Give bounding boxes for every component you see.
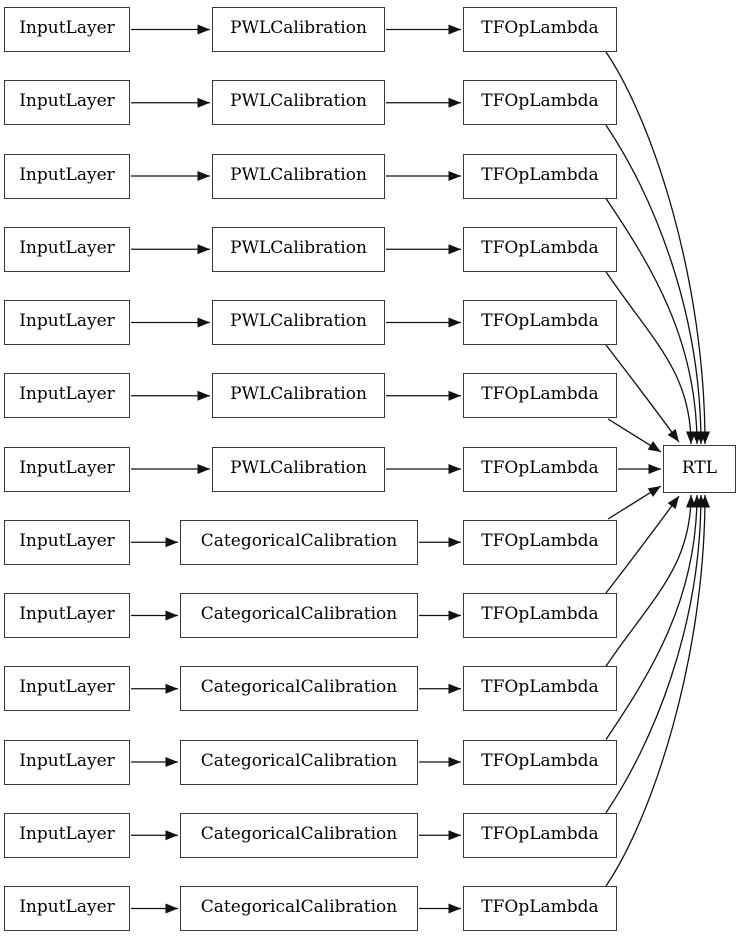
categorical-calibration-node: CategoricalCalibration [180,740,418,785]
input-layer-node-label: InputLayer [19,604,115,624]
categorical-calibration-node-label: CategoricalCalibration [200,897,398,917]
input-layer-node-label: InputLayer [19,165,115,185]
tfop-lambda-node-label: TFOpLambda [481,824,599,844]
tfop-lambda-node: TFOpLambda [463,886,617,931]
edge-lambda-to-rtl [605,494,706,814]
input-layer-node: InputLayer [4,666,130,711]
pwl-calibration-node: PWLCalibration [212,154,385,199]
rtl-node-label: RTL [681,457,718,478]
tfop-lambda-node: TFOpLambda [463,227,617,272]
input-layer-node-label: InputLayer [19,751,115,771]
tfop-lambda-node-label: TFOpLambda [481,18,599,38]
input-layer-node-label: InputLayer [19,91,115,111]
categorical-calibration-node-label: CategoricalCalibration [200,751,398,771]
tfop-lambda-node-label: TFOpLambda [481,531,599,551]
input-layer-node: InputLayer [4,227,130,272]
pwl-calibration-node-label: PWLCalibration [230,238,367,258]
pwl-calibration-node-label: PWLCalibration [230,18,367,38]
categorical-calibration-node: CategoricalCalibration [180,813,418,858]
tfop-lambda-node-label: TFOpLambda [481,604,599,624]
categorical-calibration-node-label: CategoricalCalibration [200,604,398,624]
edge-lambda-to-rtl [605,344,680,443]
tfop-lambda-node: TFOpLambda [463,666,617,711]
tfop-lambda-node-label: TFOpLambda [481,751,599,771]
edge-lambda-to-rtl [605,495,680,594]
pwl-calibration-node: PWLCalibration [212,447,385,492]
pwl-calibration-node: PWLCalibration [212,227,385,272]
input-layer-node-label: InputLayer [19,384,115,404]
input-layer-node-label: InputLayer [19,458,115,478]
pwl-calibration-node: PWLCalibration [212,300,385,345]
tfop-lambda-node: TFOpLambda [463,447,617,492]
edge-lambda-to-rtl [605,124,706,445]
input-layer-node: InputLayer [4,373,130,418]
input-layer-node: InputLayer [4,886,130,931]
tfop-lambda-node-label: TFOpLambda [481,458,599,478]
pwl-calibration-node-label: PWLCalibration [230,311,367,331]
categorical-calibration-node-label: CategoricalCalibration [200,824,398,844]
tfop-lambda-node: TFOpLambda [463,80,617,125]
tfop-lambda-node-label: TFOpLambda [481,677,599,697]
tfop-lambda-node: TFOpLambda [463,7,617,52]
input-layer-node: InputLayer [4,520,130,565]
tfop-lambda-node: TFOpLambda [463,373,617,418]
edge-lambda-to-rtl [605,198,702,445]
tfop-lambda-node: TFOpLambda [463,520,617,565]
input-layer-node: InputLayer [4,300,130,345]
categorical-calibration-node-label: CategoricalCalibration [200,677,398,697]
tfop-lambda-node-label: TFOpLambda [481,384,599,404]
input-layer-node-label: InputLayer [19,238,115,258]
tfop-lambda-node: TFOpLambda [463,813,617,858]
input-layer-node: InputLayer [4,80,130,125]
input-layer-node: InputLayer [4,7,130,52]
tfop-lambda-node-label: TFOpLambda [481,311,599,331]
tfop-lambda-node: TFOpLambda [463,740,617,785]
input-layer-node: InputLayer [4,740,130,785]
pwl-calibration-node-label: PWLCalibration [230,384,367,404]
input-layer-node-label: InputLayer [19,897,115,917]
categorical-calibration-node: CategoricalCalibration [180,666,418,711]
categorical-calibration-node: CategoricalCalibration [180,520,418,565]
pwl-calibration-node: PWLCalibration [212,80,385,125]
categorical-calibration-node: CategoricalCalibration [180,593,418,638]
categorical-calibration-node: CategoricalCalibration [180,886,418,931]
edge-lambda-to-rtl [605,51,710,445]
input-layer-node-label: InputLayer [19,824,115,844]
pwl-calibration-node: PWLCalibration [212,373,385,418]
edge-lambda-to-rtl [605,494,696,667]
edge-lambda-to-rtl [607,418,662,453]
input-layer-node-label: InputLayer [19,531,115,551]
tfop-lambda-node: TFOpLambda [463,154,617,199]
input-layer-node: InputLayer [4,447,130,492]
edge-lambda-to-rtl [607,485,662,520]
tfop-lambda-node-label: TFOpLambda [481,165,599,185]
input-layer-node: InputLayer [4,813,130,858]
pwl-calibration-node-label: PWLCalibration [230,458,367,478]
tfop-lambda-node: TFOpLambda [463,593,617,638]
tfop-lambda-node-label: TFOpLambda [481,91,599,111]
tfop-lambda-node-label: TFOpLambda [481,238,599,258]
tfop-lambda-node-label: TFOpLambda [481,897,599,917]
input-layer-node: InputLayer [4,154,130,199]
tfop-lambda-node: TFOpLambda [463,300,617,345]
edge-lambda-to-rtl [605,494,702,740]
pwl-calibration-node-label: PWLCalibration [230,91,367,111]
input-layer-node-label: InputLayer [19,18,115,38]
input-layer-node: InputLayer [4,593,130,638]
categorical-calibration-node-label: CategoricalCalibration [200,531,398,551]
edge-lambda-to-rtl [605,494,710,887]
edge-lambda-to-rtl [605,271,696,445]
input-layer-node-label: InputLayer [19,677,115,697]
rtl-node: RTL [663,445,736,493]
input-layer-node-label: InputLayer [19,311,115,331]
pwl-calibration-node: PWLCalibration [212,7,385,52]
pwl-calibration-node-label: PWLCalibration [230,165,367,185]
